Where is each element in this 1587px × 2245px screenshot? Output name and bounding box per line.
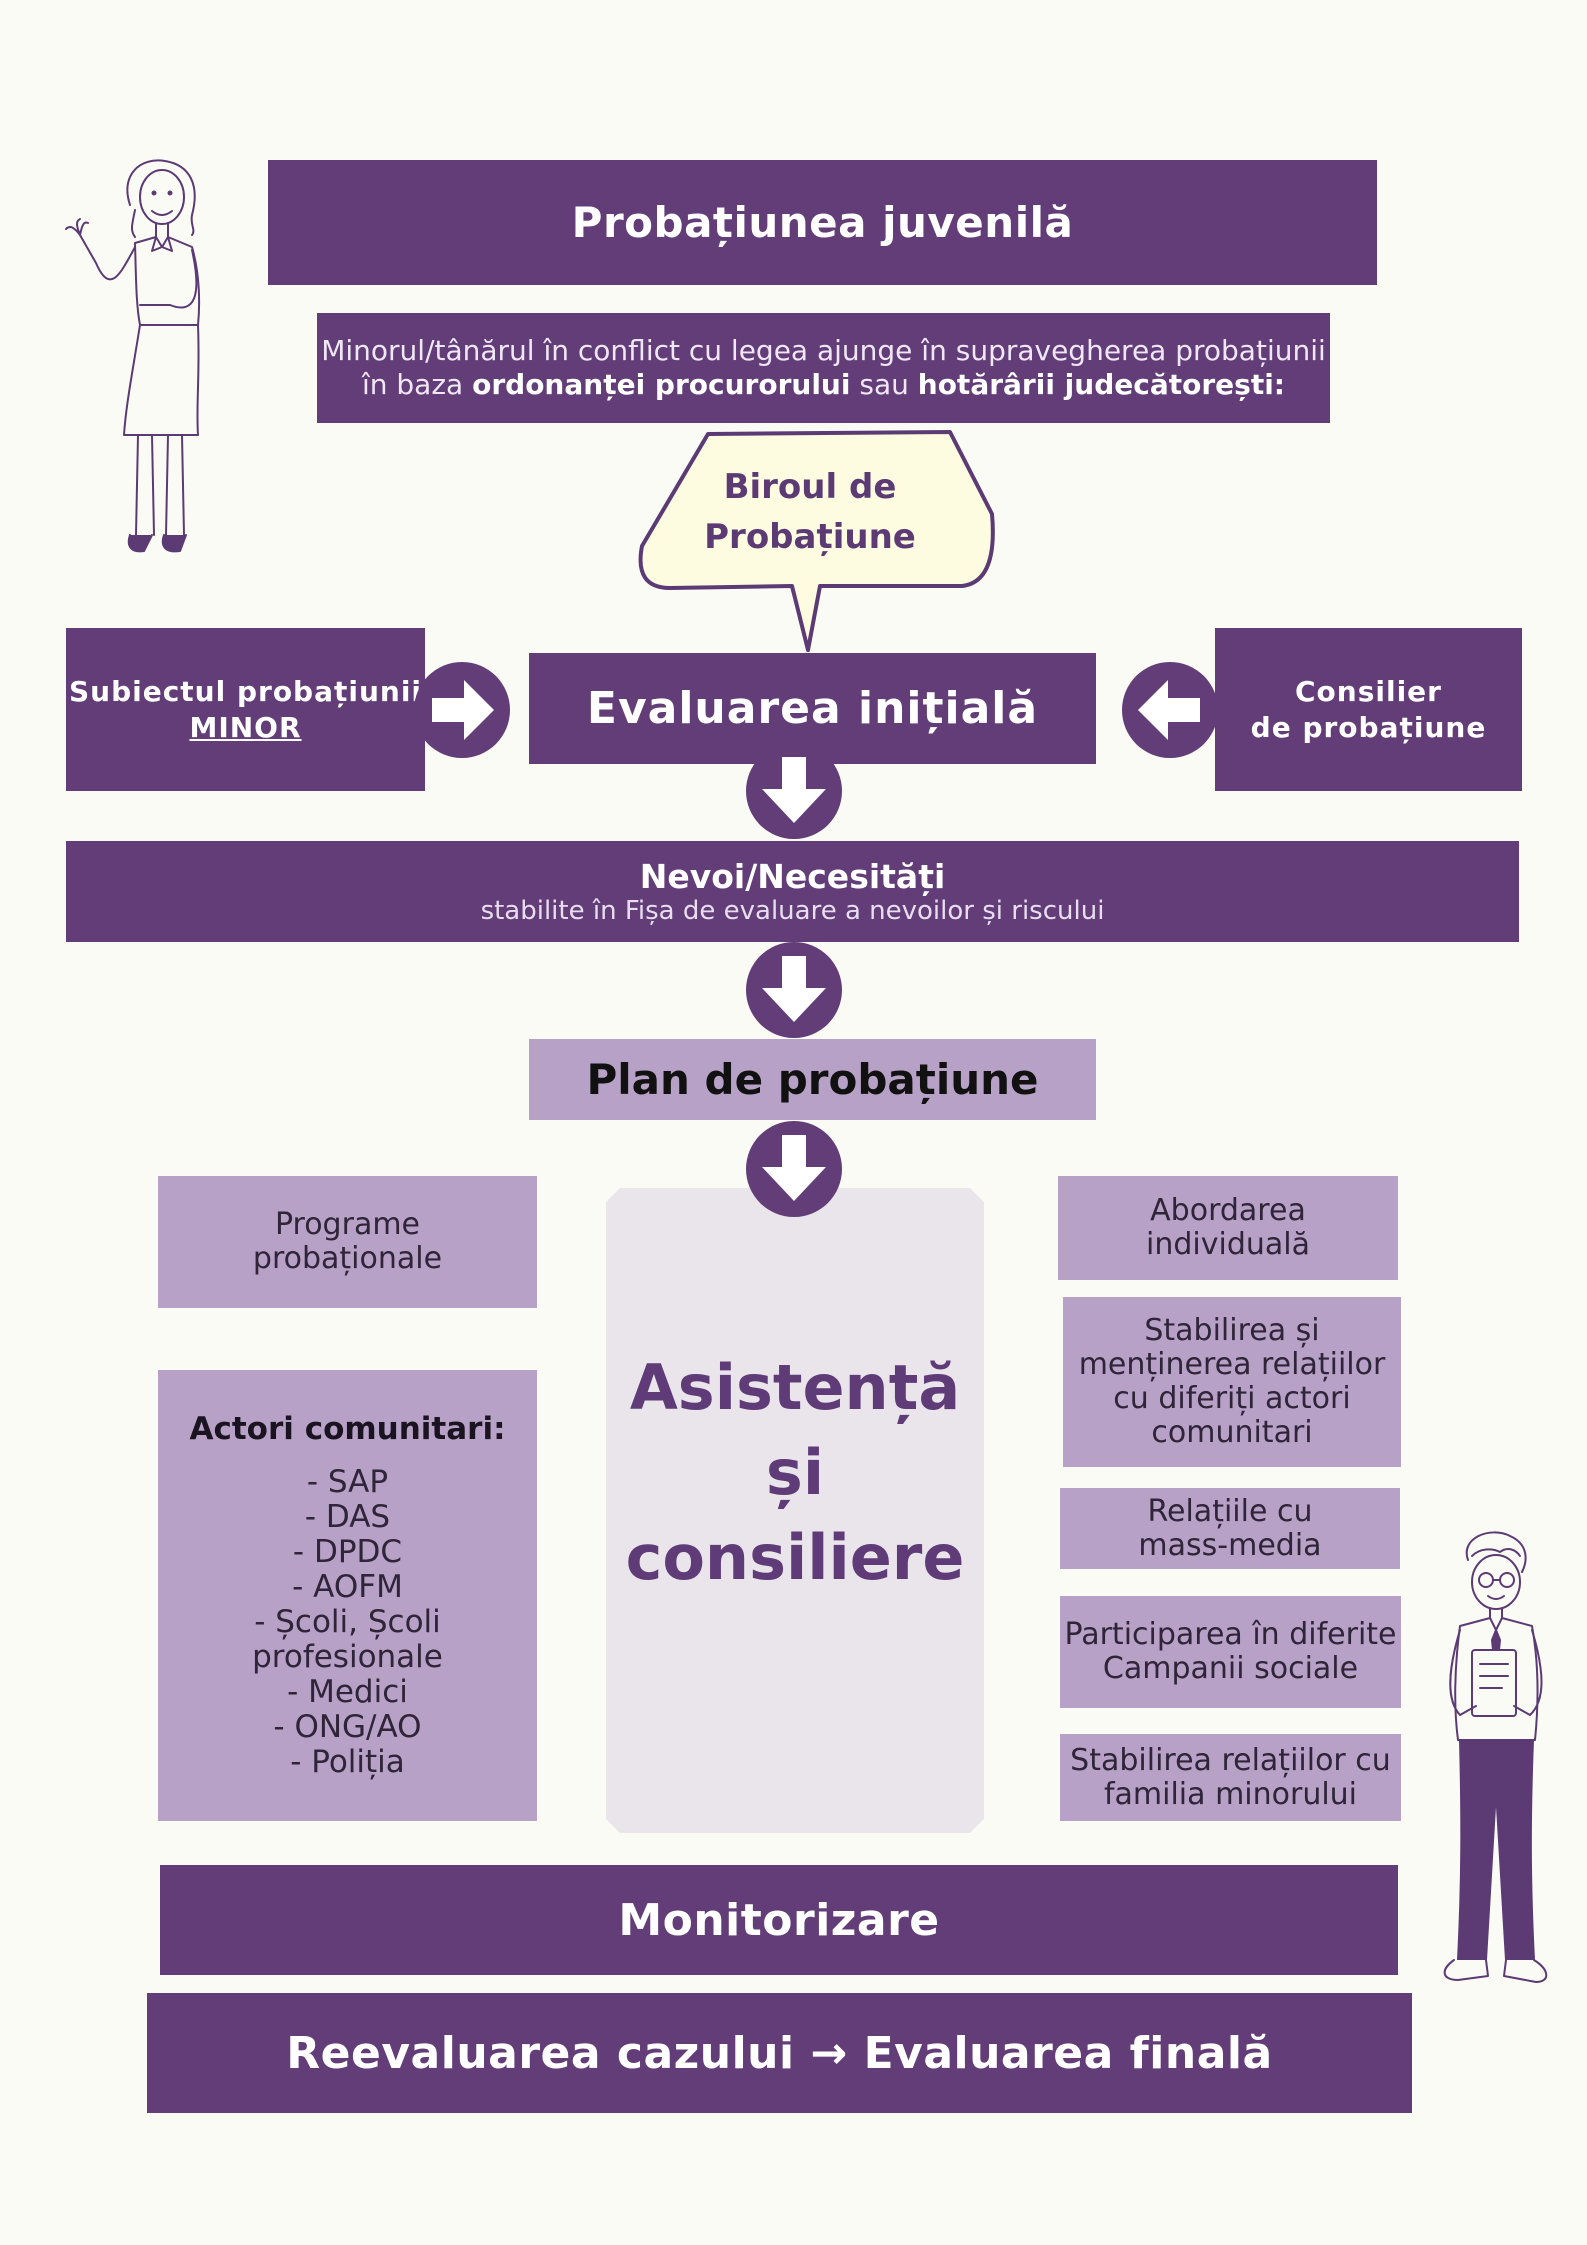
- arrow-right-icon: [414, 662, 510, 758]
- intro-box: Minorul/tânărul în conflict cu legea aju…: [317, 313, 1330, 423]
- actors-list: - SAP - DAS - DPDC - AOFM - Școli, Școli…: [252, 1464, 443, 1780]
- needs-title: Nevoi/Necesități: [639, 857, 946, 896]
- monitoring-box: Monitorizare: [160, 1865, 1398, 1975]
- subject-box: Subiectul probațiunii MINOR: [66, 628, 425, 791]
- needs-box: Nevoi/Necesități stabilite în Fișa de ev…: [66, 841, 1519, 942]
- social-campaigns-box: Participarea în diferite Campanii social…: [1060, 1596, 1401, 1708]
- individual-approach-box: Abordarea individuală: [1058, 1176, 1398, 1280]
- actors-title: Actori comunitari:: [189, 1411, 506, 1447]
- page-title: Probațiunea juvenilă: [571, 198, 1074, 247]
- initial-evaluation-box: Evaluarea inițială: [529, 653, 1096, 764]
- final-evaluation-box: Reevaluarea cazului → Evaluarea finală: [147, 1993, 1412, 2113]
- arrow-down-icon: [746, 942, 842, 1038]
- media-relations-box: Relațiile cu mass-media: [1060, 1488, 1400, 1569]
- actors-box: Actori comunitari: - SAP - DAS - DPDC - …: [158, 1370, 537, 1821]
- man-illustration: [1443, 1531, 1548, 1983]
- assistance-box: Asistență și consiliere: [606, 1188, 984, 1833]
- community-relations-box: Stabilirea și menținerea relațiilor cu d…: [1063, 1297, 1401, 1467]
- arrow-down-icon: [746, 1121, 842, 1217]
- intro-line-2: în baza ordonanței procurorului sau hotă…: [361, 368, 1285, 401]
- woman-illustration: [65, 159, 201, 553]
- bubble-text: Biroul de Probațiune: [704, 467, 916, 557]
- intro-line-1: Minorul/tânărul în conflict cu legea aju…: [321, 334, 1326, 367]
- minor-label: MINOR: [189, 710, 302, 744]
- arrow-left-icon: [1122, 662, 1218, 758]
- arrow-down-icon: [746, 743, 842, 839]
- needs-subtitle: stabilite în Fișa de evaluare a nevoilor…: [480, 896, 1105, 926]
- title-box: Probațiunea juvenilă: [268, 160, 1377, 285]
- counselor-box: Consilier de probațiune: [1215, 628, 1522, 791]
- bubble-shape: [638, 430, 995, 652]
- family-relations-box: Stabilirea relațiilor cu familia minorul…: [1060, 1734, 1401, 1821]
- programs-box: Programe probaționale: [158, 1176, 537, 1308]
- plan-box: Plan de probațiune: [529, 1039, 1096, 1120]
